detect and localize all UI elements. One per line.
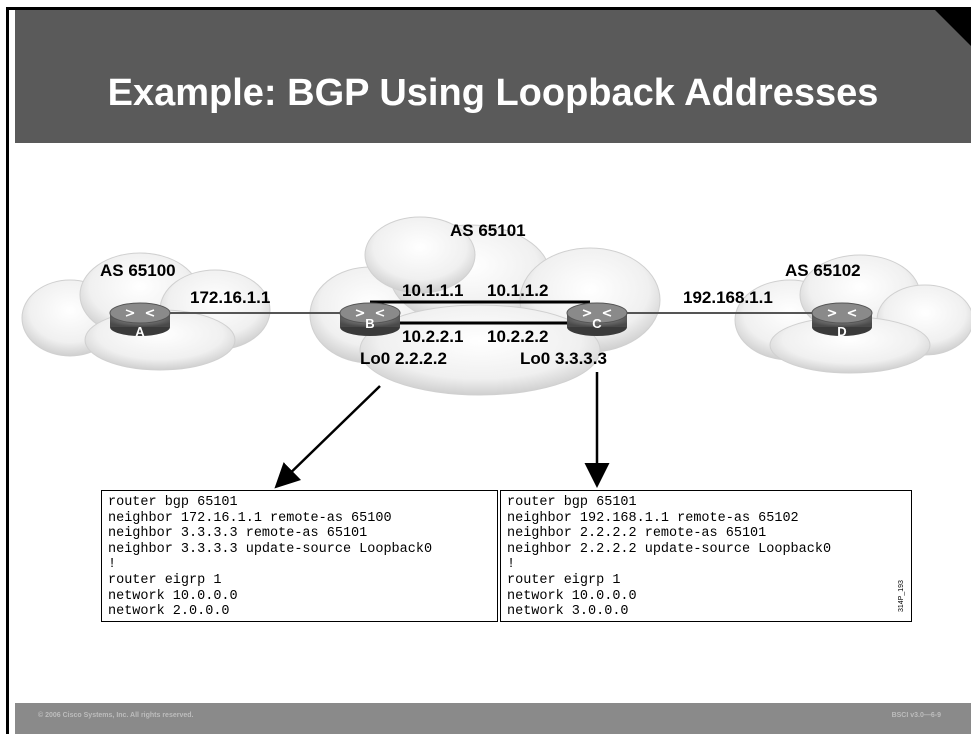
title-bar <box>15 10 971 143</box>
address-c-top: 10.1.1.2 <box>487 281 548 300</box>
config-line: network 3.0.0.0 <box>507 604 629 620</box>
router-c-label: C <box>592 316 602 331</box>
config-router-b: router bgp 65101 neighbor 172.16.1.1 rem… <box>101 490 498 622</box>
address-d-link: 192.168.1.1 <box>683 288 773 307</box>
as-label-center: AS 65101 <box>450 221 526 240</box>
address-b-top: 10.1.1.1 <box>402 281 463 300</box>
router-a-icon <box>109 302 171 336</box>
config-line: router bgp 65101 <box>507 495 637 510</box>
config-line: network 10.0.0.0 <box>108 588 238 604</box>
footer-bar <box>15 703 971 734</box>
config-line: neighbor 172.16.1.1 remote-as 65100 <box>108 510 392 526</box>
router-d-label: D <box>837 324 846 339</box>
loopback-c: Lo0 3.3.3.3 <box>520 349 607 368</box>
address-a-link: 172.16.1.1 <box>190 288 270 307</box>
config-line: neighbor 3.3.3.3 update-source Loopback0 <box>108 541 433 557</box>
config-line: router bgp 65101 <box>108 495 238 510</box>
router-b-label: B <box>365 316 374 331</box>
config-line: ! <box>507 557 516 573</box>
config-line: router eigrp 1 <box>507 572 621 588</box>
router-b-icon <box>339 302 401 336</box>
router-c-icon <box>566 302 628 336</box>
figure-code: 314P_193 <box>898 580 905 612</box>
config-line: network 10.0.0.0 <box>507 588 637 604</box>
footer-copyright: © 2006 Cisco Systems, Inc. All rights re… <box>38 712 194 719</box>
footer-course: BSCI v3.0—6-9 <box>891 712 941 719</box>
router-a-label: A <box>135 324 145 339</box>
config-line: neighbor 2.2.2.2 update-source Loopback0 <box>507 541 832 557</box>
config-line: neighbor 2.2.2.2 remote-as 65101 <box>507 526 767 542</box>
config-router-c: router bgp 65101 neighbor 192.168.1.1 re… <box>500 490 912 622</box>
as-label-right: AS 65102 <box>785 261 861 280</box>
config-line: neighbor 192.168.1.1 remote-as 65102 <box>507 510 799 526</box>
loopback-b: Lo0 2.2.2.2 <box>360 349 447 368</box>
slide-border-left <box>6 7 9 734</box>
slide-title: Example: BGP Using Loopback Addresses <box>107 72 879 114</box>
config-line: router eigrp 1 <box>108 572 222 588</box>
router-d-icon <box>811 302 873 336</box>
address-b-bottom: 10.2.2.1 <box>402 327 463 346</box>
address-c-bottom: 10.2.2.2 <box>487 327 548 346</box>
slide-border-top <box>6 7 971 10</box>
config-line: ! <box>108 557 117 573</box>
config-line: neighbor 3.3.3.3 remote-as 65101 <box>108 526 368 542</box>
config-line: network 2.0.0.0 <box>108 604 230 620</box>
corner-fold <box>935 10 971 46</box>
arrow-b-config <box>274 385 381 489</box>
as-label-left: AS 65100 <box>100 261 176 280</box>
